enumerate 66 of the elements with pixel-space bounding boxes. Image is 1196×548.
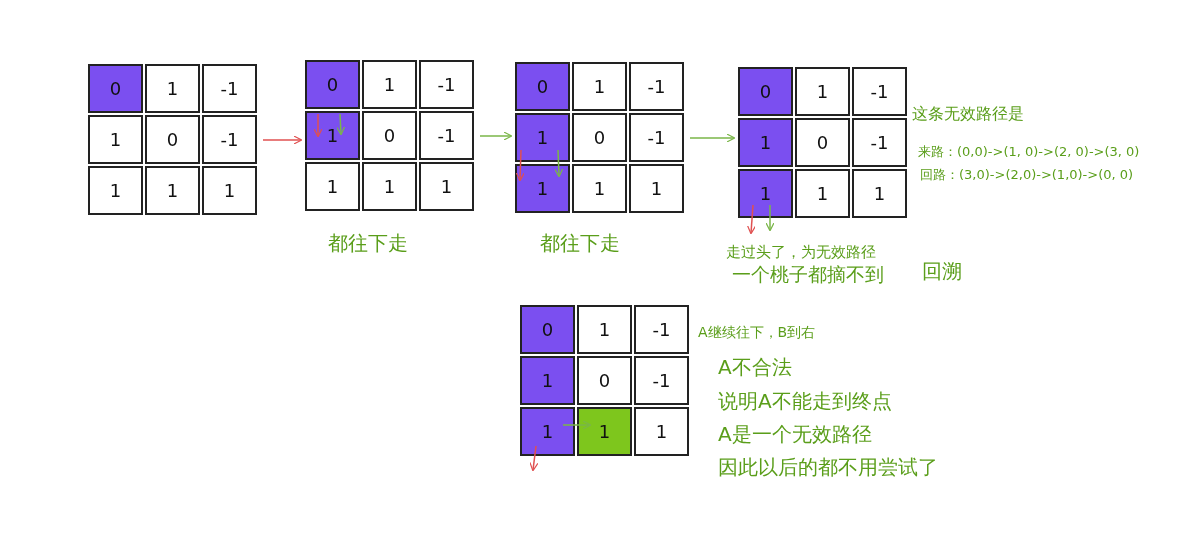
grid-cell: 1 — [738, 169, 793, 218]
grid-cell: -1 — [202, 115, 257, 164]
grid — [515, 62, 686, 215]
grid-cell: -1 — [852, 118, 907, 167]
grid-cell: 1 — [305, 162, 360, 211]
grid-cell: 1 — [520, 407, 575, 456]
arrow — [479, 131, 513, 141]
grid-cell: 1 — [634, 407, 689, 456]
grid-cell: 1 — [577, 305, 632, 354]
grid-cell: 0 — [572, 113, 627, 162]
grid-cell: -1 — [634, 356, 689, 405]
grid-cell: 1 — [305, 111, 360, 160]
grid-cell: -1 — [852, 67, 907, 116]
grid-cell: 1 — [629, 164, 684, 213]
annotation-text: 说明A不能走到终点 — [718, 388, 892, 415]
grid-cell: -1 — [419, 60, 474, 109]
annotation-text: 来路：(0,0)->(1, 0)->(2, 0)->(3, 0) — [918, 143, 1140, 161]
grid — [520, 305, 691, 458]
annotation-text: A不合法 — [718, 354, 792, 381]
annotation-text: 回溯 — [922, 258, 962, 285]
grid-cell: 0 — [88, 64, 143, 113]
grid-cell: 1 — [572, 62, 627, 111]
grid-cell: 1 — [88, 115, 143, 164]
annotation-text: 这条无效路径是 — [912, 104, 1024, 125]
grid-cell: 0 — [795, 118, 850, 167]
grid-cell: 1 — [577, 407, 632, 456]
grid-cell: 1 — [738, 118, 793, 167]
grid-cell: 1 — [362, 60, 417, 109]
grid — [88, 64, 259, 217]
grid-cell: 1 — [520, 356, 575, 405]
grid-cell: 1 — [419, 162, 474, 211]
annotation-text: 回路：(3,0)->(2,0)->(1,0)->(0, 0) — [920, 166, 1134, 184]
grid-cell: -1 — [629, 113, 684, 162]
grid — [305, 60, 476, 213]
annotation-text: A是一个无效路径 — [718, 421, 872, 448]
grid-cell: 1 — [852, 169, 907, 218]
grid-cell: -1 — [629, 62, 684, 111]
grid-cell: 1 — [362, 162, 417, 211]
grid-cell: 1 — [202, 166, 257, 215]
grid-cell: 1 — [88, 166, 143, 215]
grid-cell: 1 — [572, 164, 627, 213]
grid-cell: 0 — [362, 111, 417, 160]
grid-cell: 0 — [738, 67, 793, 116]
arrow — [689, 133, 736, 143]
annotation-text: 走过头了，为无效路径 — [726, 243, 876, 262]
grid-cell: 0 — [145, 115, 200, 164]
annotation-text: 一个桃子都摘不到 — [732, 262, 884, 287]
grid-cell: 0 — [515, 62, 570, 111]
grid-cell: -1 — [419, 111, 474, 160]
annotation-text: A继续往下，B到右 — [698, 324, 816, 342]
grid-cell: 1 — [795, 169, 850, 218]
arrow — [262, 135, 303, 145]
grid-cell: 0 — [520, 305, 575, 354]
annotation-text: 都往下走 — [540, 230, 620, 257]
grid-cell: 1 — [145, 64, 200, 113]
annotation-text: 因此以后的都不用尝试了 — [718, 454, 938, 481]
grid-cell: 0 — [305, 60, 360, 109]
grid — [738, 67, 909, 220]
grid-cell: 1 — [515, 164, 570, 213]
annotation-text: 都往下走 — [328, 230, 408, 257]
grid-cell: 1 — [515, 113, 570, 162]
grid-cell: 1 — [795, 67, 850, 116]
grid-cell: -1 — [202, 64, 257, 113]
grid-cell: 0 — [577, 356, 632, 405]
grid-cell: -1 — [634, 305, 689, 354]
grid-cell: 1 — [145, 166, 200, 215]
